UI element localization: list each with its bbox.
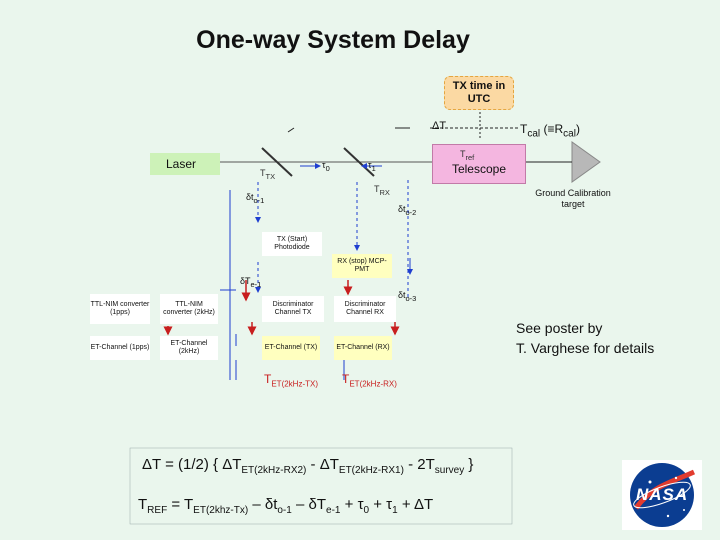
utc-box-label: TX time in UTC <box>452 80 506 105</box>
et-1pps-box: ET-Channel (1pps) <box>90 336 150 360</box>
telescope-label: Telescope <box>451 162 507 176</box>
tcal-label: Tcal (≡Rcal) <box>520 122 580 140</box>
ttl-1pps-box: TTL-NIM converter (1pps) <box>90 294 150 324</box>
trx-label: TRX <box>374 184 390 197</box>
page-title: One-way System Delay <box>196 26 470 54</box>
tet-tx-label: TET(2kHz-TX) <box>264 372 319 389</box>
tet-rx-label: TET(2kHz-RX) <box>342 372 397 389</box>
equation-box <box>129 447 513 525</box>
equation-tref: TREF = TET(2khz-Tx) – δto-1 – δTe-1 + τ0… <box>138 496 434 516</box>
ground-cal-label: Ground Calibration target <box>535 188 611 209</box>
poster-note: See poster by T. Varghese for details <box>516 318 654 358</box>
et-rx-box: ET-Channel (RX) <box>334 336 392 360</box>
laser-box: Laser <box>150 153 220 175</box>
tau0-label: τ0 <box>322 160 330 173</box>
nasa-logo-swoosh <box>633 469 696 510</box>
dto2-label: δto-2 <box>398 204 417 217</box>
delta-t-label: ΔT <box>432 120 447 132</box>
tref-label: Tref <box>460 149 475 162</box>
ground-target-shape <box>571 141 601 183</box>
dte1-label: δTe-1 <box>240 276 262 289</box>
nasa-logo-text: NASA <box>636 485 689 504</box>
mark-1 <box>287 127 295 133</box>
disc-tx-box: Discriminator Channel TX <box>262 296 324 322</box>
rx-mcp-box: RX (stop) MCP-PMT <box>332 254 392 278</box>
telescope-box: Telescope <box>432 144 526 184</box>
et-2khz-box: ET-Channel (2kHz) <box>160 336 218 360</box>
laser-label: Laser <box>166 157 197 171</box>
rx-mirror <box>343 147 375 177</box>
poster-note-line2: T. Varghese for details <box>516 340 655 356</box>
poster-note-line1: See poster by <box>516 320 603 336</box>
utc-box: TX time in UTC <box>444 76 514 110</box>
tau1-label: τ1 <box>368 160 376 173</box>
dto1-label: δto-1 <box>246 192 265 205</box>
tx-photodiode-box: TX (Start) Photodiode <box>262 232 322 256</box>
et-tx-box: ET-Channel (TX) <box>262 336 320 360</box>
disc-rx-box: Discriminator Channel RX <box>334 296 396 322</box>
equation-delta-t: ΔT = (1/2) { ΔTET(2kHz-RX2) - ΔTET(2kHz-… <box>142 456 474 476</box>
dto3-label: δto-3 <box>398 290 417 303</box>
ttl-2khz-box: TTL-NIM converter (2kHz) <box>160 294 218 324</box>
tx-mirror <box>261 147 293 177</box>
ttx-label: TTX <box>260 168 276 181</box>
